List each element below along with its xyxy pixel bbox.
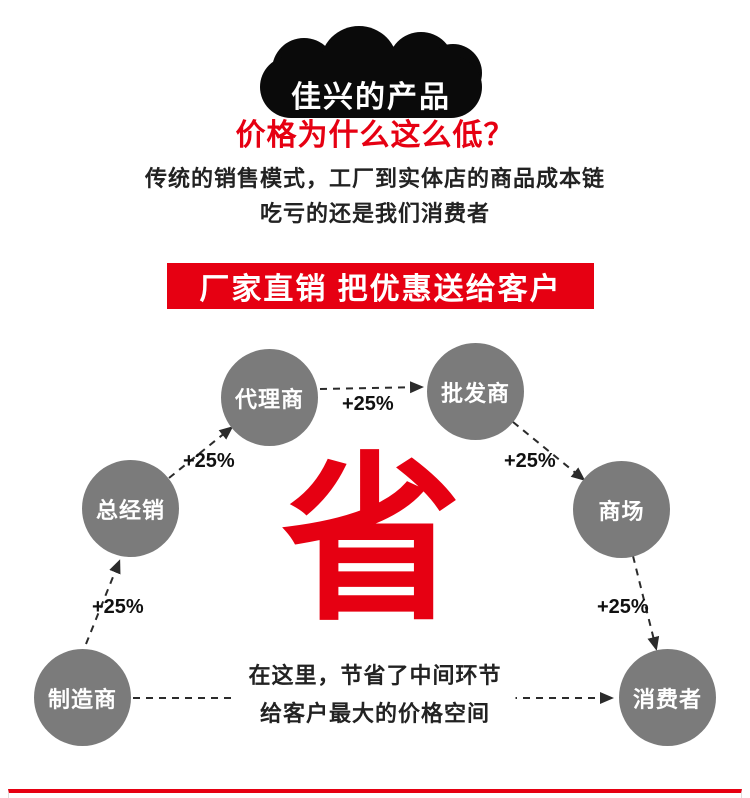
markup-label-3: +25%: [342, 393, 394, 415]
cloud-body: [260, 56, 482, 118]
save-character: 省: [281, 441, 462, 642]
direct-sale-banner: 厂家直销 把优惠送给客户: [167, 263, 594, 309]
bottom-section-border: [8, 789, 742, 798]
node-wholesaler: 批发商: [427, 343, 524, 440]
price-question-title: 价格为什么这么低？: [235, 119, 515, 152]
arrow-agent-to-wholesaler: [319, 381, 424, 394]
node-mall: 商场: [573, 461, 670, 558]
node-consumer: 消费者: [619, 649, 716, 746]
node-agent: 代理商: [221, 349, 318, 446]
markup-label-2: +25%: [183, 450, 235, 472]
intro-text: 传统的销售模式，工厂到实体店的商品成本链 吃亏的还是我们消费者: [0, 161, 750, 231]
brand-cloud: 佳兴的产品: [260, 26, 482, 118]
node-distributor: 总经销: [82, 460, 179, 557]
savings-note-line2: 给客户最大的价格空间: [259, 701, 491, 726]
markup-label-5: +25%: [597, 596, 649, 618]
markup-label-4: +25%: [504, 450, 556, 472]
markup-label-1: +25%: [92, 596, 144, 618]
savings-note: 在这里，节省了中间环节 给客户最大的价格空间: [234, 655, 516, 735]
intro-text-line1: 传统的销售模式，工厂到实体店的商品成本链: [144, 166, 605, 191]
intro-text-line2: 吃亏的还是我们消费者: [259, 201, 490, 226]
node-manufacturer: 制造商: [34, 649, 131, 746]
savings-note-line1: 在这里，节省了中间环节: [248, 663, 502, 688]
brand-cloud-text: 佳兴的产品: [291, 81, 451, 114]
